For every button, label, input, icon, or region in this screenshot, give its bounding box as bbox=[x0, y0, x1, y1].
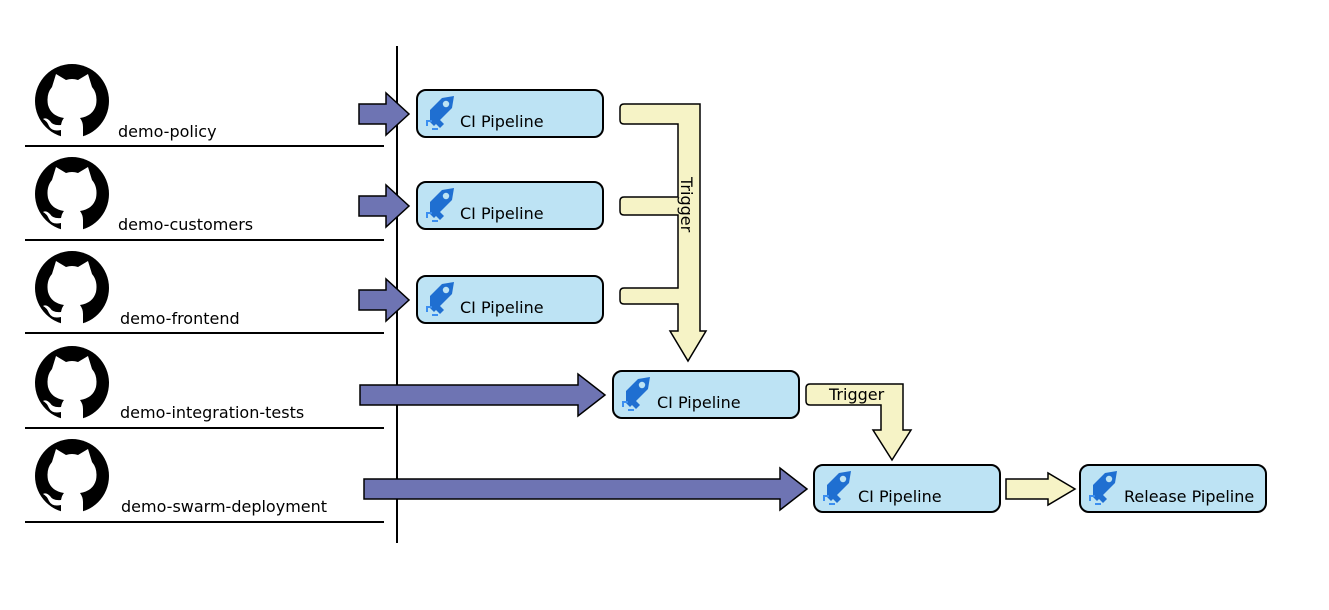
github-icon bbox=[35, 346, 109, 420]
trigger-label: Trigger bbox=[677, 176, 696, 233]
github-icon bbox=[35, 439, 109, 513]
ci-pipeline-box[interactable]: CI Pipeline bbox=[813, 464, 1001, 513]
github-icon bbox=[35, 157, 109, 231]
repo-arrow bbox=[358, 91, 411, 137]
repo-label: demo-integration-tests bbox=[120, 403, 304, 422]
pipeline-label: Release Pipeline bbox=[1124, 487, 1254, 506]
repo-arrow bbox=[358, 183, 411, 229]
trigger-label: Trigger bbox=[828, 385, 885, 404]
ci-pipeline-box[interactable]: CI Pipeline bbox=[416, 275, 604, 324]
release-arrow bbox=[1005, 471, 1077, 507]
trigger-arrow bbox=[619, 103, 708, 363]
repo-arrow bbox=[359, 372, 607, 418]
github-icon bbox=[35, 251, 109, 325]
pipeline-label: CI Pipeline bbox=[858, 487, 942, 506]
pipeline-label: CI Pipeline bbox=[460, 298, 544, 317]
repo-row: demo-frontend bbox=[25, 251, 384, 334]
release-pipeline-box[interactable]: Release Pipeline bbox=[1079, 464, 1267, 513]
ci-pipeline-box[interactable]: CI Pipeline bbox=[416, 89, 604, 138]
ci-pipeline-box[interactable]: CI Pipeline bbox=[612, 370, 800, 419]
repo-arrow bbox=[363, 466, 809, 512]
repo-row: demo-policy bbox=[25, 64, 384, 147]
github-icon bbox=[35, 64, 109, 138]
pipeline-label: CI Pipeline bbox=[460, 112, 544, 131]
repo-label: demo-swarm-deployment bbox=[121, 497, 327, 516]
repo-row: demo-customers bbox=[25, 157, 384, 241]
repo-row: demo-swarm-deployment bbox=[25, 439, 384, 523]
pipeline-label: CI Pipeline bbox=[460, 204, 544, 223]
repo-label: demo-customers bbox=[118, 215, 253, 234]
repo-label: demo-frontend bbox=[120, 309, 240, 328]
pipeline-label: CI Pipeline bbox=[657, 393, 741, 412]
ci-pipeline-box[interactable]: CI Pipeline bbox=[416, 181, 604, 230]
repo-arrow bbox=[358, 277, 411, 323]
repo-row: demo-integration-tests bbox=[25, 346, 384, 429]
repo-label: demo-policy bbox=[118, 122, 217, 141]
trigger-arrow bbox=[805, 383, 913, 462]
